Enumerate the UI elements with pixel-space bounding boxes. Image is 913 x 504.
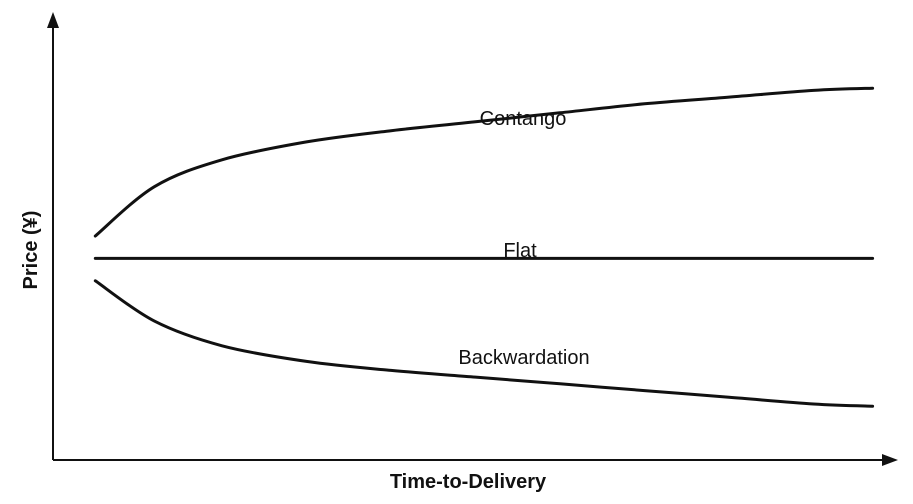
- x-axis-arrowhead: [882, 454, 898, 466]
- y-axis-arrowhead: [47, 12, 59, 28]
- x-axis-label: Time-to-Delivery: [390, 471, 547, 493]
- series-label-backwardation: Backwardation: [458, 347, 589, 369]
- series-label-contango: Contango: [480, 108, 567, 130]
- series-label-flat: Flat: [503, 240, 537, 262]
- series-line-contango: [93, 86, 875, 238]
- series-line-backwardation: [93, 279, 875, 408]
- y-axis-label: Price (¥): [20, 211, 42, 290]
